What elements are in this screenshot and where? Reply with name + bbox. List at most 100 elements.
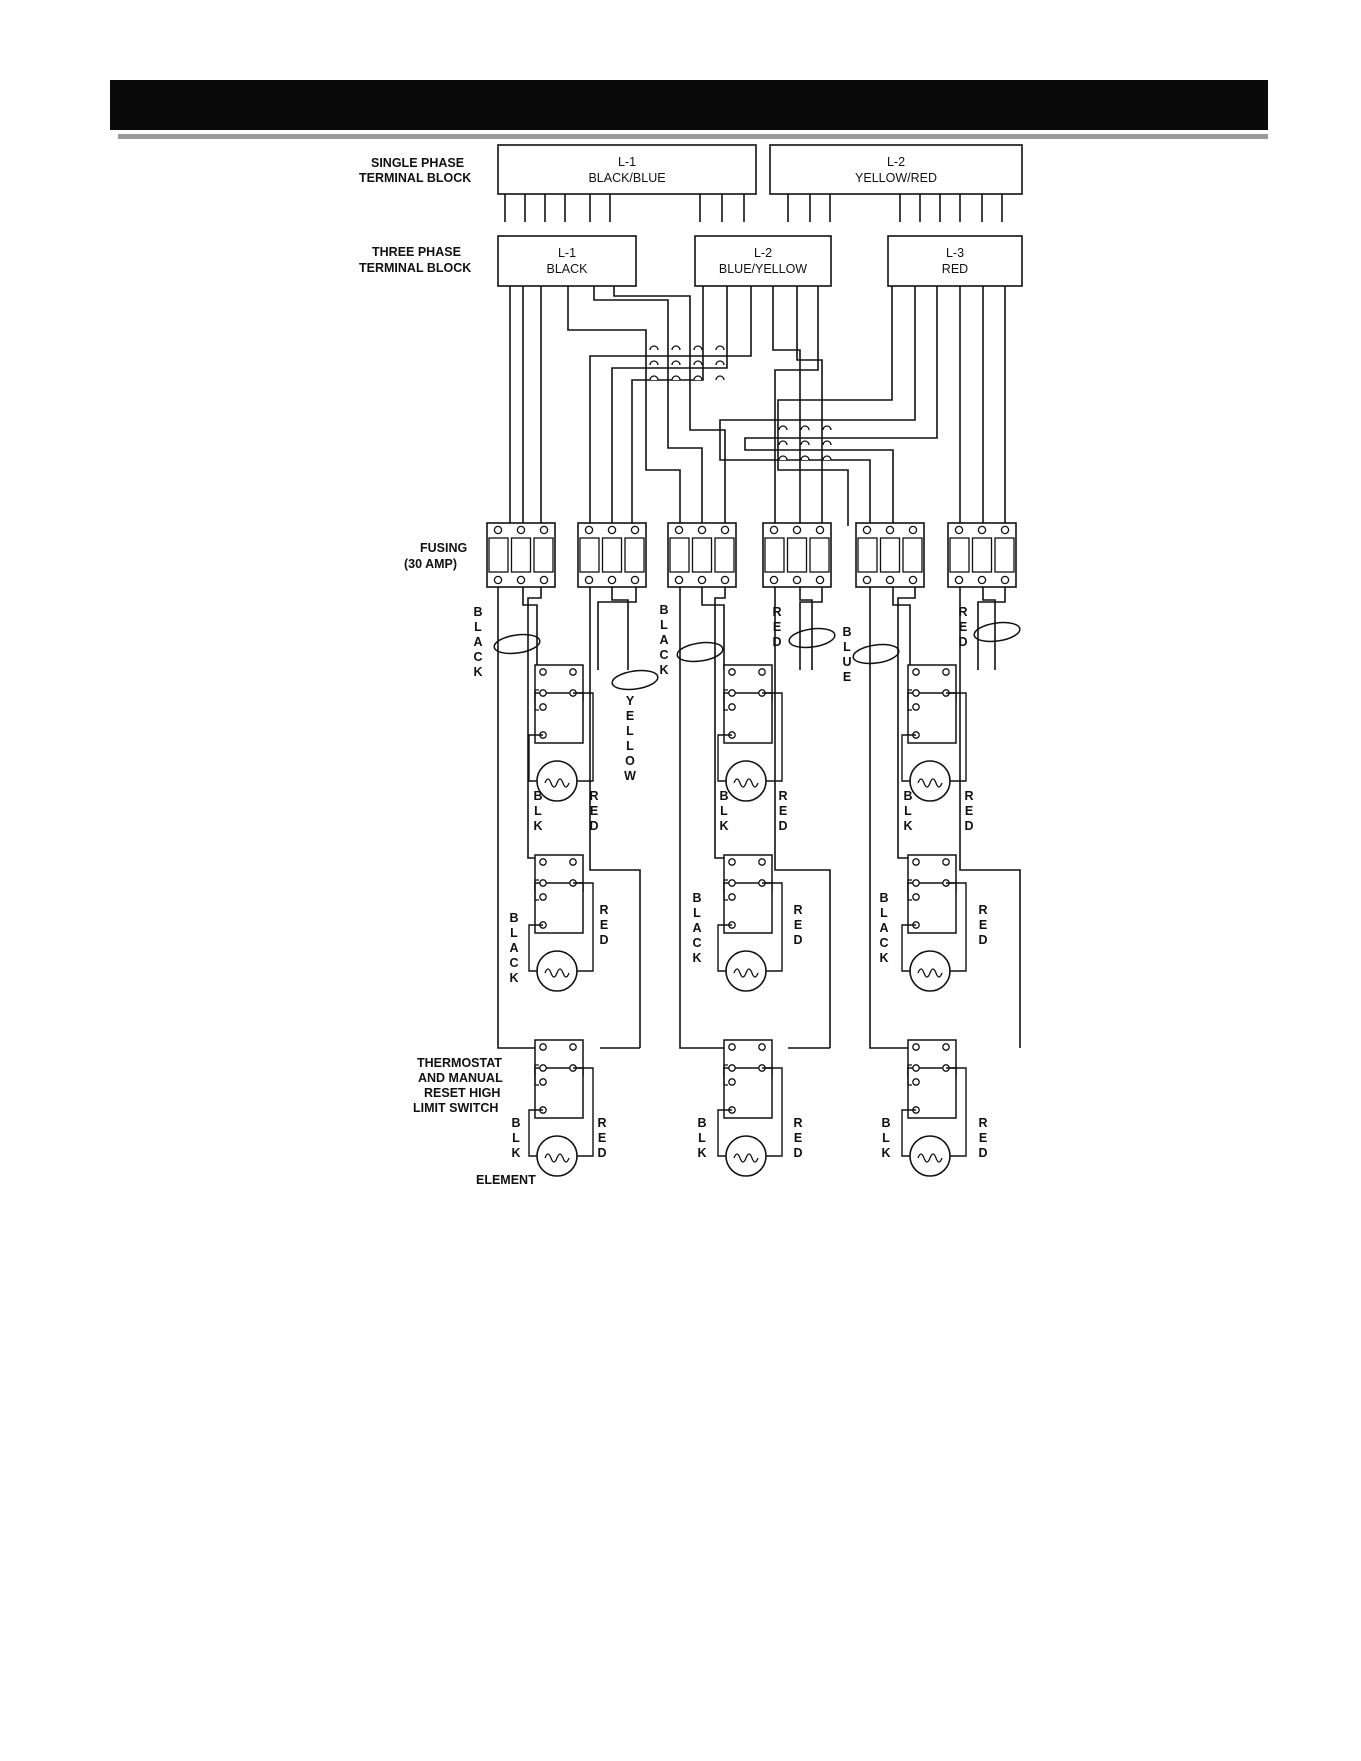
jumper bbox=[723, 689, 728, 711]
switch-terminal bbox=[728, 858, 736, 866]
assembly-col3-row1 bbox=[901, 664, 967, 802]
wire-crossover bbox=[778, 455, 788, 461]
fuse-terminal bbox=[769, 525, 779, 535]
fuse-terminal bbox=[792, 525, 802, 535]
wire bbox=[611, 583, 629, 670]
switch-terminal bbox=[912, 858, 920, 866]
wire-label-letter: D bbox=[978, 933, 987, 947]
wire-bundle-tag bbox=[852, 643, 900, 665]
fuse-terminal bbox=[769, 575, 779, 585]
fuse-cell bbox=[879, 537, 901, 573]
heating-element bbox=[725, 760, 767, 802]
switch-terminal bbox=[539, 1078, 547, 1086]
wire-label-letter: B bbox=[842, 625, 851, 639]
element-lead bbox=[717, 1109, 732, 1157]
wire-label-letter: K bbox=[509, 971, 518, 985]
assembly-col2-row3 bbox=[717, 1039, 783, 1177]
element-lead bbox=[717, 924, 732, 972]
assembly-col1-row3 bbox=[528, 1039, 594, 1177]
fuse-cell bbox=[624, 537, 645, 573]
fuse-cell bbox=[669, 537, 690, 573]
switch-terminal bbox=[539, 879, 547, 887]
wire-label-letter: L bbox=[698, 1131, 706, 1145]
fuse-terminal bbox=[516, 525, 526, 535]
wire bbox=[589, 583, 641, 1048]
wire-crossover bbox=[715, 345, 725, 351]
jumper bbox=[534, 879, 539, 901]
element-lead bbox=[528, 924, 543, 972]
switch-terminal bbox=[912, 1064, 920, 1072]
block-color: BLACK/BLUE bbox=[588, 171, 665, 185]
wire-label-letter: Y bbox=[626, 694, 635, 708]
three-phase-block-l1: L-1 BLACK bbox=[497, 235, 637, 287]
wire-label-letter: B bbox=[659, 603, 668, 617]
fuse-cell bbox=[691, 537, 713, 573]
wire-label-letter: L bbox=[882, 1131, 890, 1145]
wire-label-letter: D bbox=[772, 635, 781, 649]
switch-terminal bbox=[728, 1064, 736, 1072]
wire bbox=[799, 583, 813, 670]
fusing-label-1: FUSING bbox=[420, 541, 467, 555]
fuse-block-2 bbox=[577, 522, 647, 588]
element-coil bbox=[733, 778, 759, 788]
three-phase-label-2: TERMINAL BLOCK bbox=[359, 261, 471, 275]
wire-label-letter: E bbox=[773, 620, 781, 634]
wire-label-blk-2: BLK bbox=[719, 789, 728, 833]
fuse-cell bbox=[994, 537, 1015, 573]
wire-label-letter: E bbox=[626, 709, 634, 723]
wire-label-letter: L bbox=[510, 926, 518, 940]
fuse-terminal bbox=[697, 525, 707, 535]
wire bbox=[679, 583, 724, 1049]
wire-label-letter: E bbox=[598, 1131, 606, 1145]
wire-bundle-tag bbox=[973, 621, 1021, 643]
wire bbox=[892, 583, 911, 670]
fuse-block-5 bbox=[855, 522, 925, 588]
fuse-cell bbox=[714, 537, 735, 573]
wire-crossover bbox=[671, 360, 681, 366]
heating-element bbox=[725, 1135, 767, 1177]
switch-terminal bbox=[539, 689, 547, 697]
wire-label-letter: B bbox=[533, 789, 542, 803]
wire-label-letter: L bbox=[693, 906, 701, 920]
wire-label-red-r2c3: RED bbox=[978, 903, 987, 947]
wire-label-letter: B bbox=[692, 891, 701, 905]
wire-label-black-2: BLACK bbox=[659, 603, 668, 677]
fuse-cell bbox=[579, 537, 600, 573]
fuse-block-6 bbox=[947, 522, 1017, 588]
three-phase-block-l3: L-3 RED bbox=[887, 235, 1023, 287]
switch-terminal bbox=[942, 1043, 950, 1051]
wire-label-red-r3c1: RED bbox=[597, 1116, 606, 1160]
wire-label-red-r2c1: RED bbox=[599, 903, 608, 947]
wire-label-letter: A bbox=[692, 921, 701, 935]
block-line: L-2 bbox=[754, 246, 772, 260]
element-lead bbox=[528, 734, 543, 782]
fuse-terminal bbox=[954, 575, 964, 585]
wire-label-letter: E bbox=[794, 1131, 802, 1145]
switch-terminal bbox=[942, 668, 950, 676]
wire-label-letter: E bbox=[779, 804, 787, 818]
wire-label-black-r2c1: BLACK bbox=[509, 911, 518, 985]
single-phase-label-1: SINGLE PHASE bbox=[371, 156, 464, 170]
wire bbox=[869, 583, 908, 1049]
wire-label-letter: K bbox=[903, 819, 912, 833]
jumper bbox=[907, 879, 912, 901]
assembly-col3-row3 bbox=[901, 1039, 967, 1177]
wire-label-red-1: RED bbox=[772, 605, 781, 649]
wire-crossover bbox=[800, 440, 810, 446]
block-line: L-2 bbox=[887, 155, 905, 169]
element-coil bbox=[544, 968, 570, 978]
fuse-terminal bbox=[584, 525, 594, 535]
wire-label-letter: A bbox=[659, 633, 668, 647]
wire-label-letter: L bbox=[720, 804, 728, 818]
element-lead bbox=[946, 692, 967, 782]
wire-label-letter: D bbox=[978, 1146, 987, 1160]
element-lead bbox=[901, 1109, 916, 1157]
wire-label-letter: K bbox=[719, 819, 728, 833]
wire bbox=[497, 583, 535, 1049]
wire-label-letter: E bbox=[979, 918, 987, 932]
element-coil bbox=[733, 968, 759, 978]
wire-label-letter: B bbox=[697, 1116, 706, 1130]
assembly-col1-row1 bbox=[528, 664, 594, 802]
wire-label-blk-3: BLK bbox=[903, 789, 912, 833]
